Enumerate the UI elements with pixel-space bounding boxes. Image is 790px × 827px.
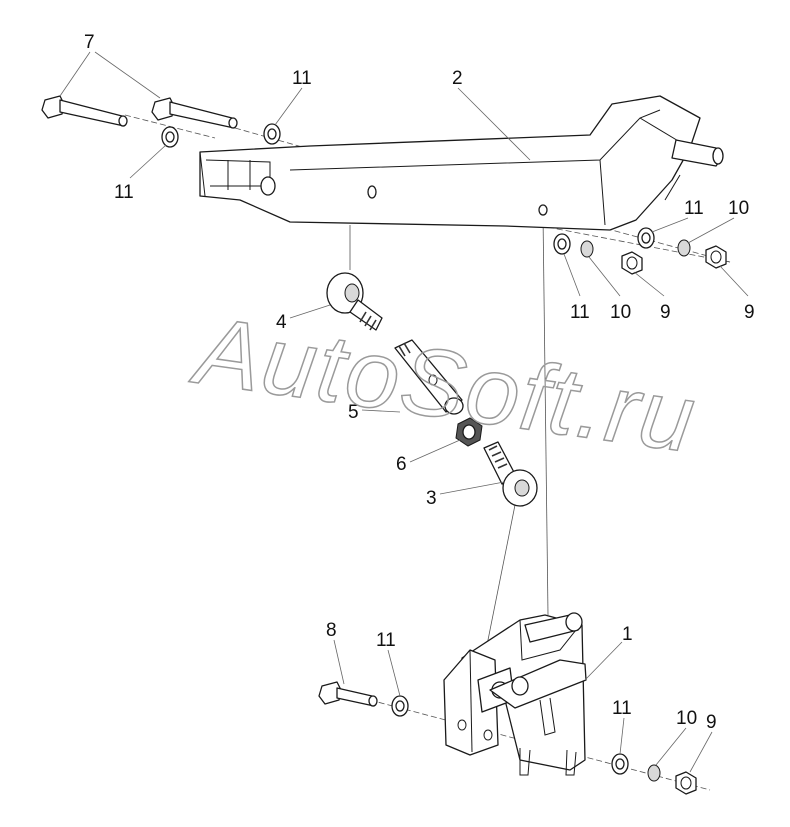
arm-bracket-part-2 xyxy=(199,95,724,231)
washer-11-top xyxy=(263,123,281,145)
washer-11-bottom xyxy=(391,695,409,717)
callout-labels: 7 11 2 11 11 10 11 10 9 9 4 5 6 3 8 11 1… xyxy=(84,32,755,733)
adjusting-sleeve-part-5 xyxy=(394,339,464,415)
washer-11-mid xyxy=(553,233,571,255)
nut-9-bottom xyxy=(675,771,697,795)
callout-leaders xyxy=(59,51,749,773)
callout-11-top: 11 xyxy=(292,68,312,89)
fasteners-upper xyxy=(161,123,727,275)
bolt-top-left xyxy=(41,95,128,127)
washer-11-left xyxy=(161,126,179,148)
washer-11-bottom-right xyxy=(611,753,629,775)
callout-11-bottom: 11 xyxy=(376,630,396,651)
callout-11-bottom-right: 11 xyxy=(612,698,632,719)
callout-3: 3 xyxy=(426,488,437,509)
callout-6: 6 xyxy=(396,454,407,475)
support-bracket-part-1 xyxy=(443,612,587,776)
rod-end-part-3 xyxy=(483,441,538,507)
spring-washer-10-mid xyxy=(580,240,594,258)
callout-9-right: 9 xyxy=(744,302,755,323)
callout-8: 8 xyxy=(326,620,337,641)
callout-10-mid: 10 xyxy=(610,302,631,323)
callout-9-mid: 9 xyxy=(660,302,671,323)
nut-9-mid xyxy=(621,251,643,275)
callout-10-right-a: 10 xyxy=(728,198,749,219)
callout-9-bottom-right: 9 xyxy=(706,712,717,733)
callout-1: 1 xyxy=(622,624,633,645)
callout-2: 2 xyxy=(452,68,463,89)
rod-end-part-4 xyxy=(326,272,383,331)
callout-4: 4 xyxy=(276,312,287,333)
linkage-assembly xyxy=(326,272,538,507)
spring-washer-10-right xyxy=(677,239,691,257)
locknut-part-6 xyxy=(455,417,483,447)
nut-9-right xyxy=(705,245,727,269)
bolt-part-8 xyxy=(318,681,378,707)
bolt-top-right xyxy=(151,97,238,129)
washer-11-right xyxy=(637,227,655,249)
callout-11-right-a: 11 xyxy=(684,198,704,219)
callout-7: 7 xyxy=(84,32,95,53)
callout-5: 5 xyxy=(348,402,359,423)
callout-10-bottom-right: 10 xyxy=(676,708,697,729)
callout-11-mid: 11 xyxy=(570,302,590,323)
bolts-part-7 xyxy=(41,95,238,129)
spring-washer-10-bottom xyxy=(647,764,661,782)
callout-11-left: 11 xyxy=(114,182,134,203)
